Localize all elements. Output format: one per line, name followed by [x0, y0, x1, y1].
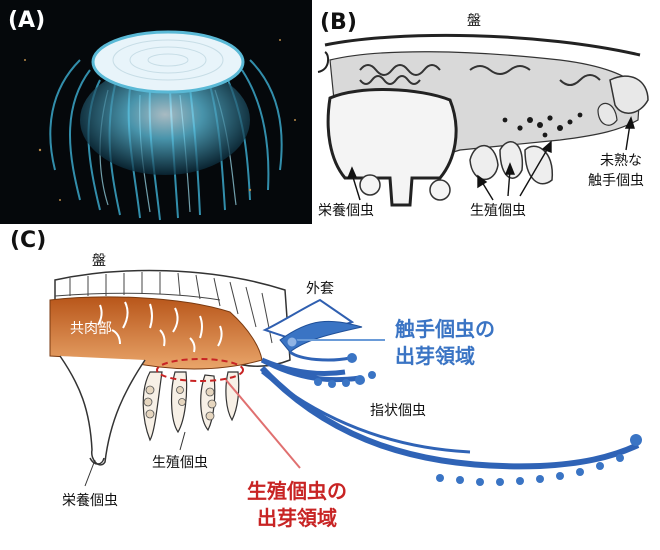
c-tentacle-budding-line2: 出芽領域 [395, 344, 475, 368]
dactylozooid-shape [260, 357, 361, 383]
b-gastrozooid-label: 栄養個虫 [318, 203, 374, 219]
gastrozooid-section [326, 88, 458, 207]
gastrozooid-shape [59, 355, 146, 466]
b-disc-label: 盤 [467, 13, 481, 29]
b-immature-label-1: 未熟な [600, 153, 642, 169]
panel-a-label: (A) [8, 8, 46, 33]
c-dactylozooid-label: 指状個虫 [370, 403, 426, 419]
gonozooid-budding-region [156, 358, 244, 382]
c-disc-label: 盤 [92, 253, 106, 269]
c-gonozooid-budding-line2: 出芽領域 [257, 506, 337, 530]
panel-a-photo [0, 0, 312, 224]
c-gonozooid-budding-line1: 生殖個虫の [247, 479, 347, 503]
long-tentacle [259, 365, 640, 470]
panel-c-diagram [49, 269, 642, 487]
b-immature-label-2: 触手個虫 [588, 173, 644, 189]
coenosarc-region [49, 296, 263, 370]
tentacle-knobs [436, 434, 642, 486]
panel-b-section [313, 0, 660, 224]
b-gonozooid-label: 生殖個虫 [470, 203, 526, 219]
c-mantle-label: 外套 [306, 281, 334, 297]
gonozooid-budding-pointer [225, 379, 301, 469]
c-tentacle-budding-line1: 触手個虫の [395, 317, 495, 341]
gonozooid-shapes [142, 371, 240, 442]
disc-float [91, 30, 245, 94]
disc-outline [324, 33, 641, 57]
tentacle-bud [279, 320, 363, 353]
panel-c-label: (C) [10, 228, 47, 253]
c-gonozooid-label: 生殖個虫 [152, 455, 208, 471]
c-coenosarc-label: 共肉部 [70, 321, 112, 337]
panel-b-label: (B) [320, 10, 357, 35]
c-gastrozooid-label: 栄養個虫 [62, 493, 118, 509]
